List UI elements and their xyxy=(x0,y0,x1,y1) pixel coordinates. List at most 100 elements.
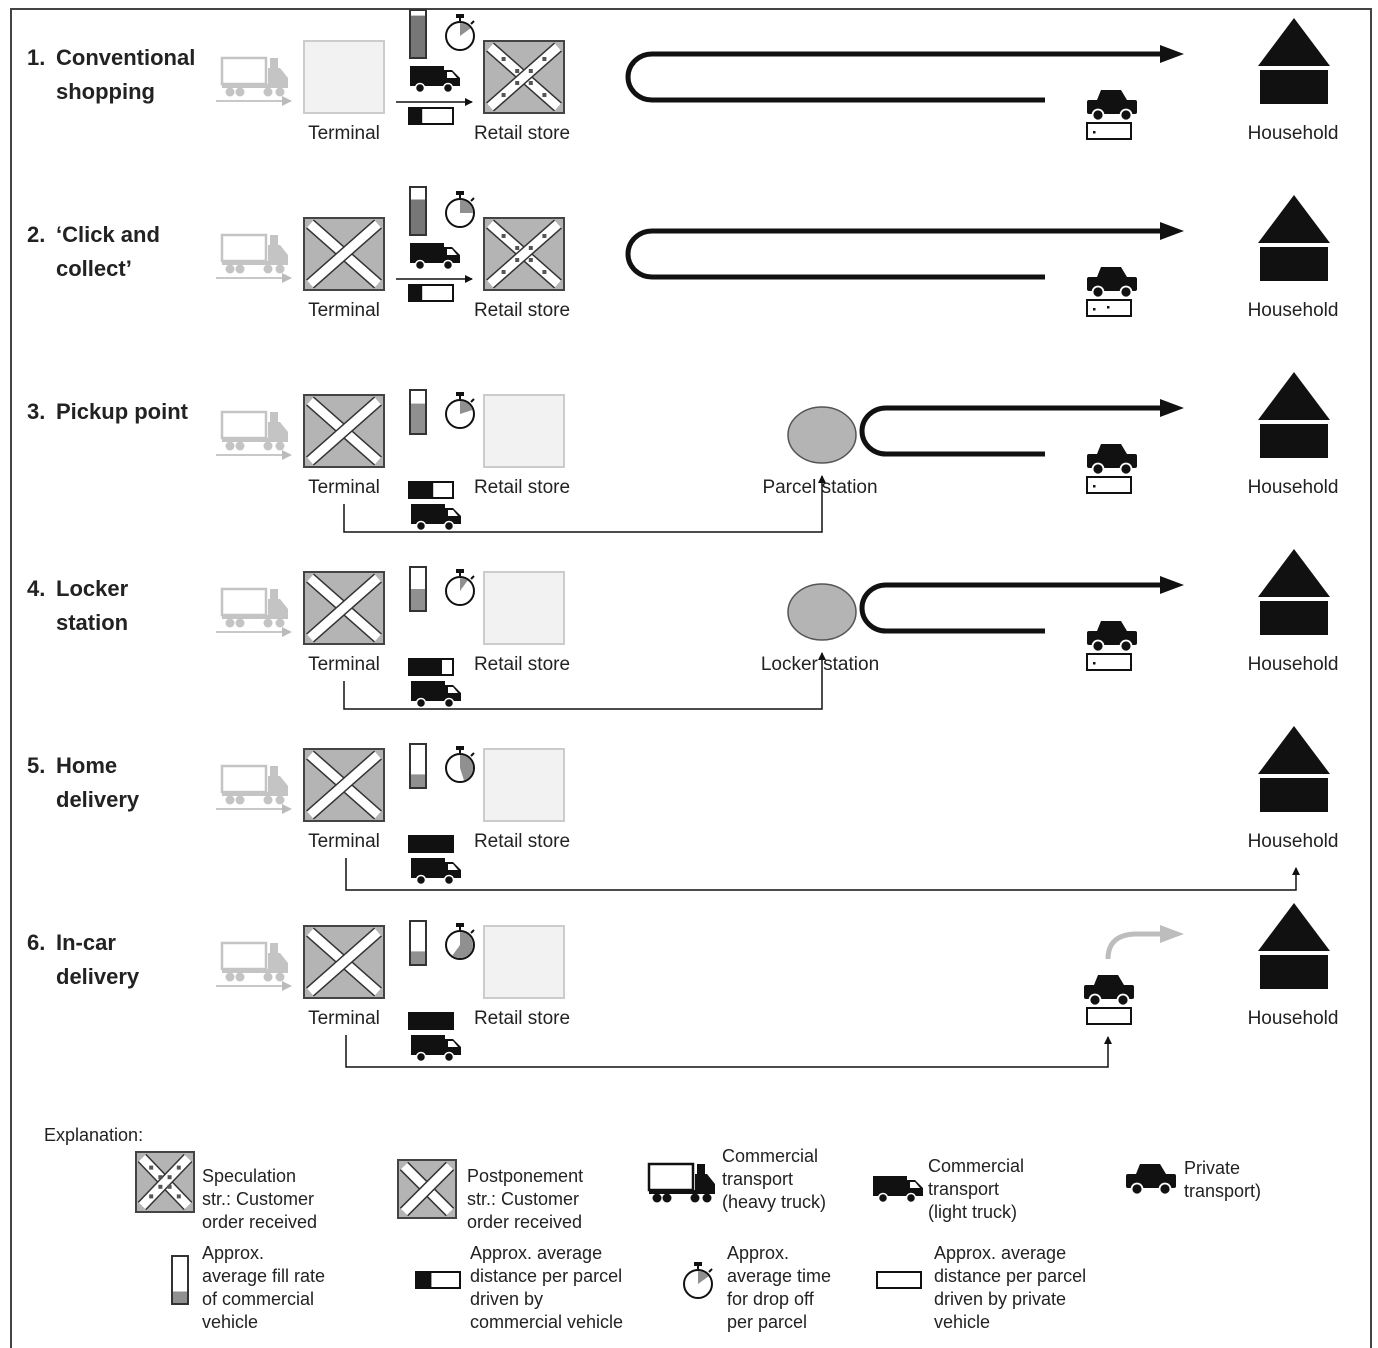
in-car-trip-arrowhead xyxy=(1160,925,1184,943)
scenario-title-line: In-car xyxy=(56,930,116,955)
scenario-title-line: shopping xyxy=(56,79,155,104)
delivery-route-arrow xyxy=(345,1035,1112,1068)
stopwatch-icon xyxy=(445,923,475,960)
house-icon xyxy=(1258,18,1330,104)
legend-commercial-distance-text: driven by xyxy=(470,1289,543,1309)
retail-store-box xyxy=(483,925,565,999)
legend-fill-rate-text: average fill rate xyxy=(202,1266,325,1286)
household-label: Household xyxy=(1248,1008,1339,1029)
fill-rate-gauge xyxy=(409,186,427,236)
private-distance-box xyxy=(1086,476,1132,494)
heavy-truck-icon xyxy=(220,941,288,982)
heavy-truck-icon xyxy=(220,410,288,451)
stopwatch-icon xyxy=(445,746,475,783)
diagram-frame xyxy=(10,8,1372,1348)
station-oval xyxy=(787,583,857,641)
retail-store-label: Retail store xyxy=(474,831,570,852)
scenario-title: 3.Pickup point xyxy=(27,399,189,424)
terminal-box xyxy=(303,40,385,114)
light-truck-icon xyxy=(411,858,461,886)
delivery-route-arrow xyxy=(345,858,1300,891)
legend-heavy-truck-icon xyxy=(647,1162,715,1203)
station-oval xyxy=(787,406,857,464)
legend-postponement-text: Postponement xyxy=(467,1166,583,1186)
light-truck-icon xyxy=(410,66,460,94)
legend-postponement-text: str.: Customer xyxy=(467,1189,579,1209)
car-icon xyxy=(1087,621,1137,653)
scenario-title-line: delivery xyxy=(56,787,140,812)
legend-speculation-text: str.: Customer xyxy=(202,1189,314,1209)
commercial-distance-bar xyxy=(408,658,454,676)
terminal-box xyxy=(303,571,385,645)
terminal-label: Terminal xyxy=(308,477,380,498)
household-label: Household xyxy=(1248,831,1339,852)
stopwatch-icon xyxy=(445,14,475,51)
heavy-truck-icon xyxy=(220,764,288,805)
car-icon xyxy=(1087,267,1137,299)
legend-private-distance-text: driven by private xyxy=(934,1289,1066,1309)
scenario-title-line: delivery xyxy=(56,964,140,989)
scenario-title-line: station xyxy=(56,610,128,635)
terminal-box xyxy=(303,925,385,999)
private-trip-arrowhead xyxy=(1160,576,1184,594)
legend-private-text: transport) xyxy=(1184,1181,1261,1201)
house-icon xyxy=(1258,549,1330,635)
scenario-number: 2. xyxy=(27,222,45,247)
scenario-title-line: Home xyxy=(56,753,117,778)
scenario-title-line: ‘Click and xyxy=(56,222,160,247)
legend-speculation-icon xyxy=(135,1151,195,1213)
legend-light-truck-text: (light truck) xyxy=(928,1202,1017,1222)
house-icon xyxy=(1258,372,1330,458)
legend-fill-rate-text: Approx. xyxy=(202,1243,264,1263)
legend-private-distance-text: vehicle xyxy=(934,1312,990,1332)
legend-light-truck-text: Commercial xyxy=(928,1156,1024,1176)
stopwatch-icon xyxy=(445,191,475,228)
light-truck-icon xyxy=(411,681,461,709)
commercial-distance-bar xyxy=(408,107,454,125)
retail-store-label: Retail store xyxy=(474,300,570,321)
household-label: Household xyxy=(1248,477,1339,498)
legend-postponement-text: order received xyxy=(467,1212,582,1232)
delivery-route-arrow xyxy=(343,652,826,710)
household-label: Household xyxy=(1248,300,1339,321)
legend-commercial-distance-text: Approx. average xyxy=(470,1243,602,1263)
retail-store-box xyxy=(483,571,565,645)
private-trip-arrowhead xyxy=(1160,399,1184,417)
private-trip-path xyxy=(625,228,1160,280)
stopwatch-icon xyxy=(445,569,475,606)
household-label: Household xyxy=(1248,123,1339,144)
retail-store-box xyxy=(483,217,565,291)
legend-car-icon xyxy=(1126,1164,1176,1196)
terminal-box xyxy=(303,748,385,822)
retail-store-box xyxy=(483,748,565,822)
legend-heading: Explanation: xyxy=(44,1125,143,1145)
delivery-route-arrow xyxy=(343,475,826,533)
car-icon xyxy=(1087,90,1137,122)
private-trip-arrowhead xyxy=(1160,45,1184,63)
legend-postponement-icon xyxy=(397,1159,457,1219)
legend-private-text: Private xyxy=(1184,1158,1240,1178)
legend-drop-time-text: Approx. xyxy=(727,1243,789,1263)
legend-stopwatch-icon xyxy=(683,1262,713,1299)
legend-private-distance-text: distance per parcel xyxy=(934,1266,1086,1286)
commercial-distance-bar xyxy=(408,481,454,499)
retail-store-box xyxy=(483,40,565,114)
fill-rate-gauge xyxy=(409,9,427,59)
legend-heavy-truck-text: (heavy truck) xyxy=(722,1192,826,1212)
fill-rate-gauge xyxy=(409,389,427,435)
terminal-box xyxy=(303,217,385,291)
retail-store-label: Retail store xyxy=(474,654,570,675)
legend-light-truck-icon xyxy=(873,1176,923,1204)
commercial-distance-bar xyxy=(408,835,454,853)
scenario-title-line: Conventional xyxy=(56,45,195,70)
scenario-number: 1. xyxy=(27,45,45,70)
